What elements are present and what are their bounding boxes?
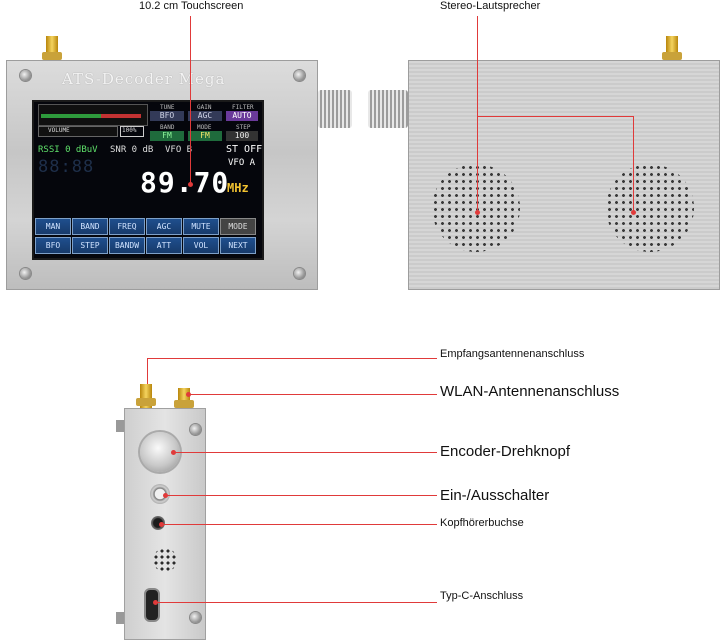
screen-button-mode[interactable]: MODE <box>220 218 256 235</box>
usb-c-port[interactable] <box>144 588 160 622</box>
stereo-status: ST OFF <box>226 144 263 155</box>
screw-icon <box>190 424 201 435</box>
snr-readout: SNR 0 dB <box>110 145 154 155</box>
callout-dot <box>171 450 176 455</box>
screw-icon <box>294 268 305 279</box>
speaker-grill-left <box>432 164 520 252</box>
encoder-knob-side <box>368 90 408 128</box>
label-speakers: Stereo-Lautsprecher <box>440 0 541 12</box>
screen-button-vol[interactable]: VOL <box>183 237 219 254</box>
battery-icon <box>120 126 144 137</box>
screw-icon <box>20 70 31 81</box>
vfo-b: VFO B <box>165 145 193 155</box>
battery-level: 100% <box>122 127 137 134</box>
mode-value[interactable]: FM <box>188 131 222 141</box>
filter-label: FILTER <box>232 104 254 111</box>
screw-icon <box>20 268 31 279</box>
mode-label: MODE <box>197 124 212 131</box>
label-usb-c: Typ-C-Anschluss <box>440 590 524 602</box>
dial-readout: 88:88 <box>38 157 95 177</box>
encoder-knob-side <box>318 90 352 128</box>
screen-button-att[interactable]: ATT <box>146 237 182 254</box>
frequency-unit: MHz <box>227 181 249 195</box>
screen-button-band[interactable]: BAND <box>72 218 108 235</box>
screen-button-agc[interactable]: AGC <box>146 218 182 235</box>
label-antenna-port: Empfangsantennenanschluss <box>440 348 585 360</box>
volume-bar <box>38 126 118 137</box>
screen-button-step[interactable]: STEP <box>72 237 108 254</box>
label-touchscreen: 10.2 cm Touchscreen <box>139 0 244 12</box>
screen-button-bandw[interactable]: BANDW <box>109 237 145 254</box>
front-view: ATS-Decoder Mega VOLUME 100% TUNE BFO GA… <box>0 0 352 300</box>
callout-dot <box>631 210 636 215</box>
gain-label: GAIN <box>197 104 212 111</box>
filter-value[interactable]: AUTO <box>226 111 258 121</box>
band-label: BAND <box>160 124 175 131</box>
side-view: Empfangsantennenanschluss WLAN-Antennena… <box>0 340 720 642</box>
frequency-readout: 89.70 <box>140 166 230 199</box>
label-wifi-port: WLAN-Antennenanschluss <box>440 383 620 400</box>
step-value[interactable]: 100 <box>226 131 258 141</box>
callout-dot <box>188 182 193 187</box>
label-headphone: Kopfhörerbuchse <box>440 517 524 529</box>
microphone-grill <box>153 548 177 572</box>
callout-dot <box>163 493 168 498</box>
callout-dot <box>159 522 164 527</box>
screen-button-man[interactable]: MAN <box>35 218 71 235</box>
screen-button-bfo[interactable]: BFO <box>35 237 71 254</box>
screw-icon <box>294 70 305 81</box>
speaker-grill-right <box>606 164 694 252</box>
callout-dot <box>153 600 158 605</box>
tune-label: TUNE <box>160 104 175 111</box>
gain-value[interactable]: AGC <box>188 111 222 121</box>
rssi-readout: RSSI 0 dBuV <box>38 145 98 155</box>
screen-button-next[interactable]: NEXT <box>220 237 256 254</box>
tune-value[interactable]: BFO <box>150 111 184 121</box>
power-switch[interactable] <box>150 484 170 504</box>
callout-dot <box>475 210 480 215</box>
callout-dot <box>186 392 191 397</box>
screw-icon <box>190 612 201 623</box>
volume-label: VOLUME <box>48 127 70 134</box>
back-view: Stereo-Lautsprecher <box>360 0 720 300</box>
device-brand: ATS-Decoder Mega <box>62 70 226 88</box>
screen-button-freq[interactable]: FREQ <box>109 218 145 235</box>
screen-button-mute[interactable]: MUTE <box>183 218 219 235</box>
label-power: Ein-/Ausschalter <box>440 487 550 504</box>
band-value[interactable]: FM <box>150 131 184 141</box>
label-encoder: Encoder-Drehknopf <box>440 443 571 460</box>
vfo-a: VFO A <box>228 158 256 168</box>
step-label: STEP <box>236 124 251 131</box>
